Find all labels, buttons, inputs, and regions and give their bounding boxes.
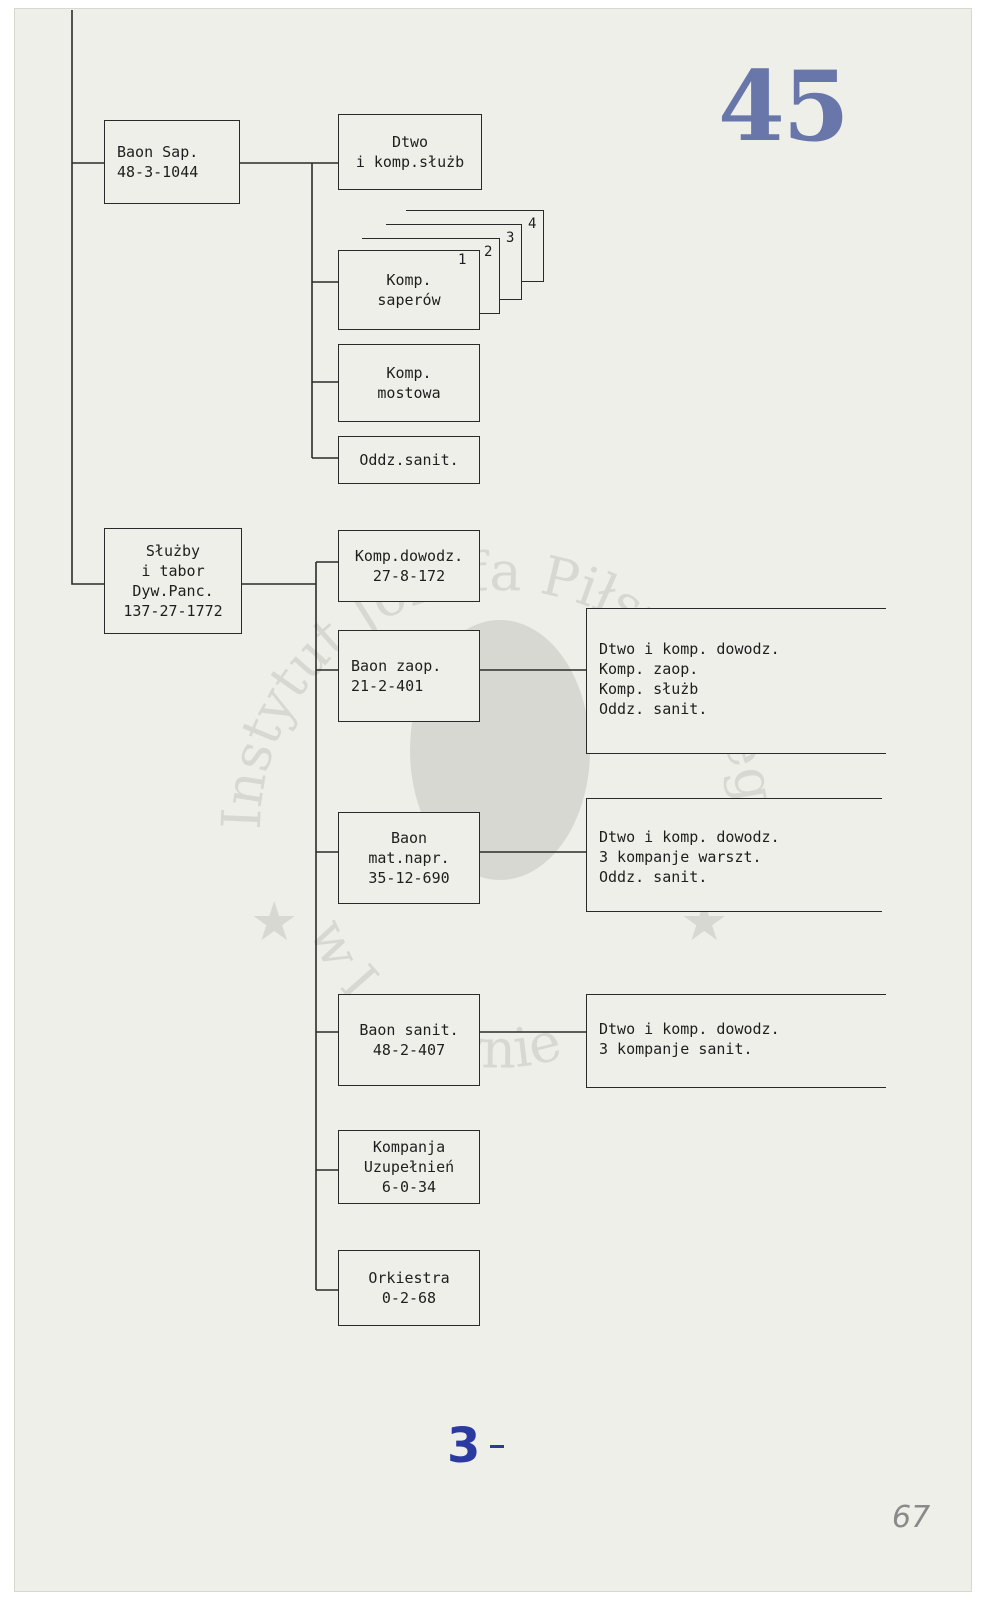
pencil-page-number: 67 xyxy=(892,1500,931,1535)
komp-uzup-code: 6-0-34 xyxy=(381,1178,437,1196)
folio-dash xyxy=(490,1445,504,1448)
stack-number-3: 3 xyxy=(506,230,515,246)
orkiestra-box: Orkiestra 0-2-68 xyxy=(338,1250,480,1326)
komp-mostowa-box: Komp. mostowa xyxy=(338,344,480,422)
baon-mat-code: 35-12-690 xyxy=(368,869,450,887)
sluzby-code: 137-27-1772 xyxy=(123,602,223,620)
komp-mostowa-line1: Komp. xyxy=(386,364,432,382)
zaop-sublist: Dtwo i komp. dowodz. Komp. zaop. Komp. s… xyxy=(586,608,886,754)
komp-uzup-line2: Uzupełnień xyxy=(363,1158,455,1176)
baon-zaop-box: Baon zaop. 21-2-401 xyxy=(338,630,480,722)
sanit-sublist: Dtwo i komp. dowodz. 3 kompanje sanit. xyxy=(586,994,886,1088)
mat-sublist-item-3: Oddz. sanit. xyxy=(599,868,708,886)
oddz-sanit-label: Oddz.sanit. xyxy=(359,451,459,469)
sluzby-line3: Dyw.Panc. xyxy=(132,582,214,600)
sanit-sublist-item-1: Dtwo i komp. dowodz. xyxy=(599,1020,780,1038)
zaop-sublist-item-2: Komp. zaop. xyxy=(599,660,699,678)
baon-sap-name: Baon Sap. xyxy=(117,143,199,161)
stack-number-2: 2 xyxy=(484,244,493,260)
dtwo-sluzb-line2: i komp.służb xyxy=(355,153,465,171)
zaop-sublist-item-4: Oddz. sanit. xyxy=(599,700,708,718)
zaop-sublist-item-3: Komp. służb xyxy=(599,680,699,698)
baon-sap-code: 48-3-1044 xyxy=(117,163,199,181)
stack-number-1: 1 xyxy=(458,252,467,268)
komp-saperow-line2: saperów xyxy=(377,291,441,309)
mat-sublist-item-1: Dtwo i komp. dowodz. xyxy=(599,828,780,846)
stack-number-4: 4 xyxy=(528,216,537,232)
komp-uzup-line1: Kompanja xyxy=(372,1138,446,1156)
sluzby-box: Służby i tabor Dyw.Panc. 137-27-1772 xyxy=(104,528,242,634)
baon-mat-line2: mat.napr. xyxy=(368,849,450,867)
baon-zaop-code: 21-2-401 xyxy=(351,677,424,695)
komp-dowodz-line1: Komp.dowodz. xyxy=(354,547,464,565)
orkiestra-code: 0-2-68 xyxy=(381,1289,437,1307)
baon-zaop-line1: Baon zaop. xyxy=(351,657,442,675)
oddz-sanit-box: Oddz.sanit. xyxy=(338,436,480,484)
orkiestra-line1: Orkiestra xyxy=(368,1269,450,1287)
sluzby-line2: i tabor xyxy=(141,562,205,580)
baon-sanit-line1: Baon sanit. xyxy=(359,1021,459,1039)
mat-sublist: Dtwo i komp. dowodz. 3 kompanje warszt. … xyxy=(586,798,882,912)
sanit-sublist-item-2: 3 kompanje sanit. xyxy=(599,1040,753,1058)
baon-sanit-code: 48-2-407 xyxy=(372,1041,446,1059)
komp-mostowa-line2: mostowa xyxy=(377,384,441,402)
komp-dowodz-code: 27-8-172 xyxy=(372,567,446,585)
komp-uzup-box: Kompanja Uzupełnień 6-0-34 xyxy=(338,1130,480,1204)
baon-mat-box: Baon mat.napr. 35-12-690 xyxy=(338,812,480,904)
komp-dowodz-box: Komp.dowodz. 27-8-172 xyxy=(338,530,480,602)
dtwo-sluzb-box: Dtwo i komp.służb xyxy=(338,114,482,190)
zaop-sublist-item-1: Dtwo i komp. dowodz. xyxy=(599,640,780,658)
baon-sap-box: Baon Sap. 48-3-1044 xyxy=(104,120,240,204)
sluzby-line1: Służby xyxy=(145,542,201,560)
dtwo-sluzb-line1: Dtwo xyxy=(391,133,429,151)
baon-mat-line1: Baon xyxy=(390,829,428,847)
komp-saperow-box: Komp. saperów xyxy=(338,250,480,330)
baon-sanit-box: Baon sanit. 48-2-407 xyxy=(338,994,480,1086)
page-stamp-number: 45 xyxy=(718,50,850,163)
mat-sublist-item-2: 3 kompanje warszt. xyxy=(599,848,762,866)
komp-saperow-line1: Komp. xyxy=(386,271,432,289)
folio-number: 3 xyxy=(447,1418,481,1474)
